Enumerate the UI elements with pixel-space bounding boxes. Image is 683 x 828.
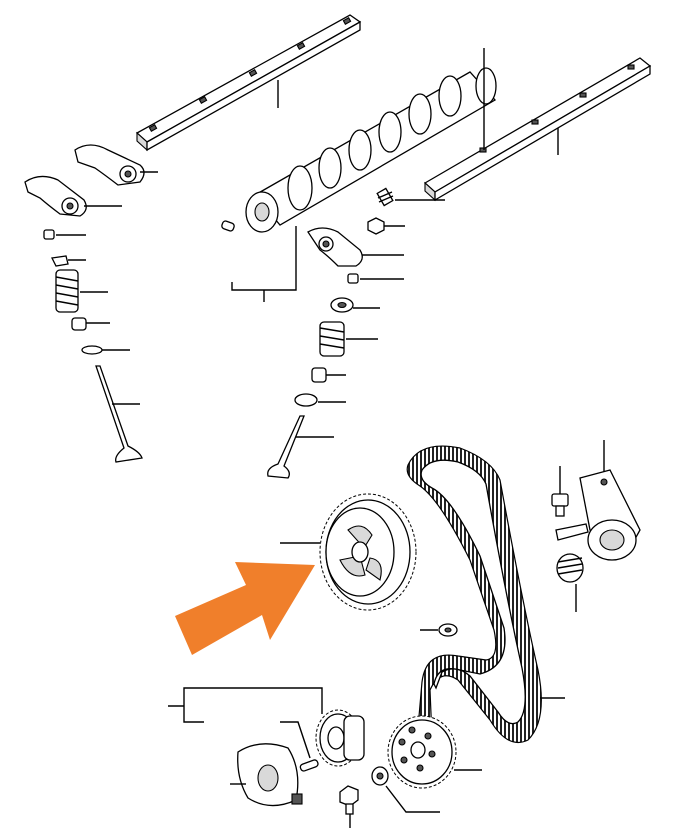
camshaft-pulley	[319, 493, 417, 611]
tensioner-bolt	[551, 493, 569, 517]
rocker-arm-lower-left	[24, 175, 87, 217]
valve-spring-left	[55, 269, 79, 313]
camshaft	[245, 67, 497, 233]
valve-cap-left	[43, 229, 55, 240]
rocker-arm-upper-left	[74, 144, 145, 186]
leader-line	[231, 226, 297, 291]
adjust-screw	[376, 187, 394, 207]
valve-cap-right	[347, 273, 359, 284]
timing-belt-guide	[237, 743, 303, 807]
valve-right	[267, 415, 305, 479]
crank-pulley	[387, 715, 457, 789]
dowel-pin	[221, 220, 235, 232]
rocker-shaft-left	[135, 14, 362, 152]
valve-keeper-left	[51, 255, 69, 267]
washer-crank	[371, 766, 389, 786]
lock-nut	[367, 217, 385, 235]
spring-retainer-right	[330, 297, 354, 313]
rocker-arm-right	[307, 227, 363, 267]
timing-belt	[406, 445, 542, 744]
crank-sprocket	[315, 709, 365, 767]
leader-line	[280, 721, 311, 759]
valve-seat-left	[71, 317, 87, 331]
valve-seal-right	[294, 393, 318, 407]
crank-bolt	[339, 785, 359, 815]
valve-spring-right	[319, 321, 345, 357]
valve-seal-left	[81, 345, 103, 355]
tensioner-spring	[556, 553, 584, 583]
valve-left	[95, 365, 143, 463]
orange-arrow-icon	[175, 562, 315, 655]
key-pin	[299, 759, 319, 772]
leader-line	[385, 785, 440, 813]
leader-line	[168, 687, 323, 723]
tensioner-assembly	[579, 469, 641, 561]
valve-seat-right	[311, 367, 327, 383]
tensioner-pin	[555, 523, 589, 541]
rocker-shaft-right	[423, 57, 652, 202]
washer-small	[438, 623, 458, 637]
